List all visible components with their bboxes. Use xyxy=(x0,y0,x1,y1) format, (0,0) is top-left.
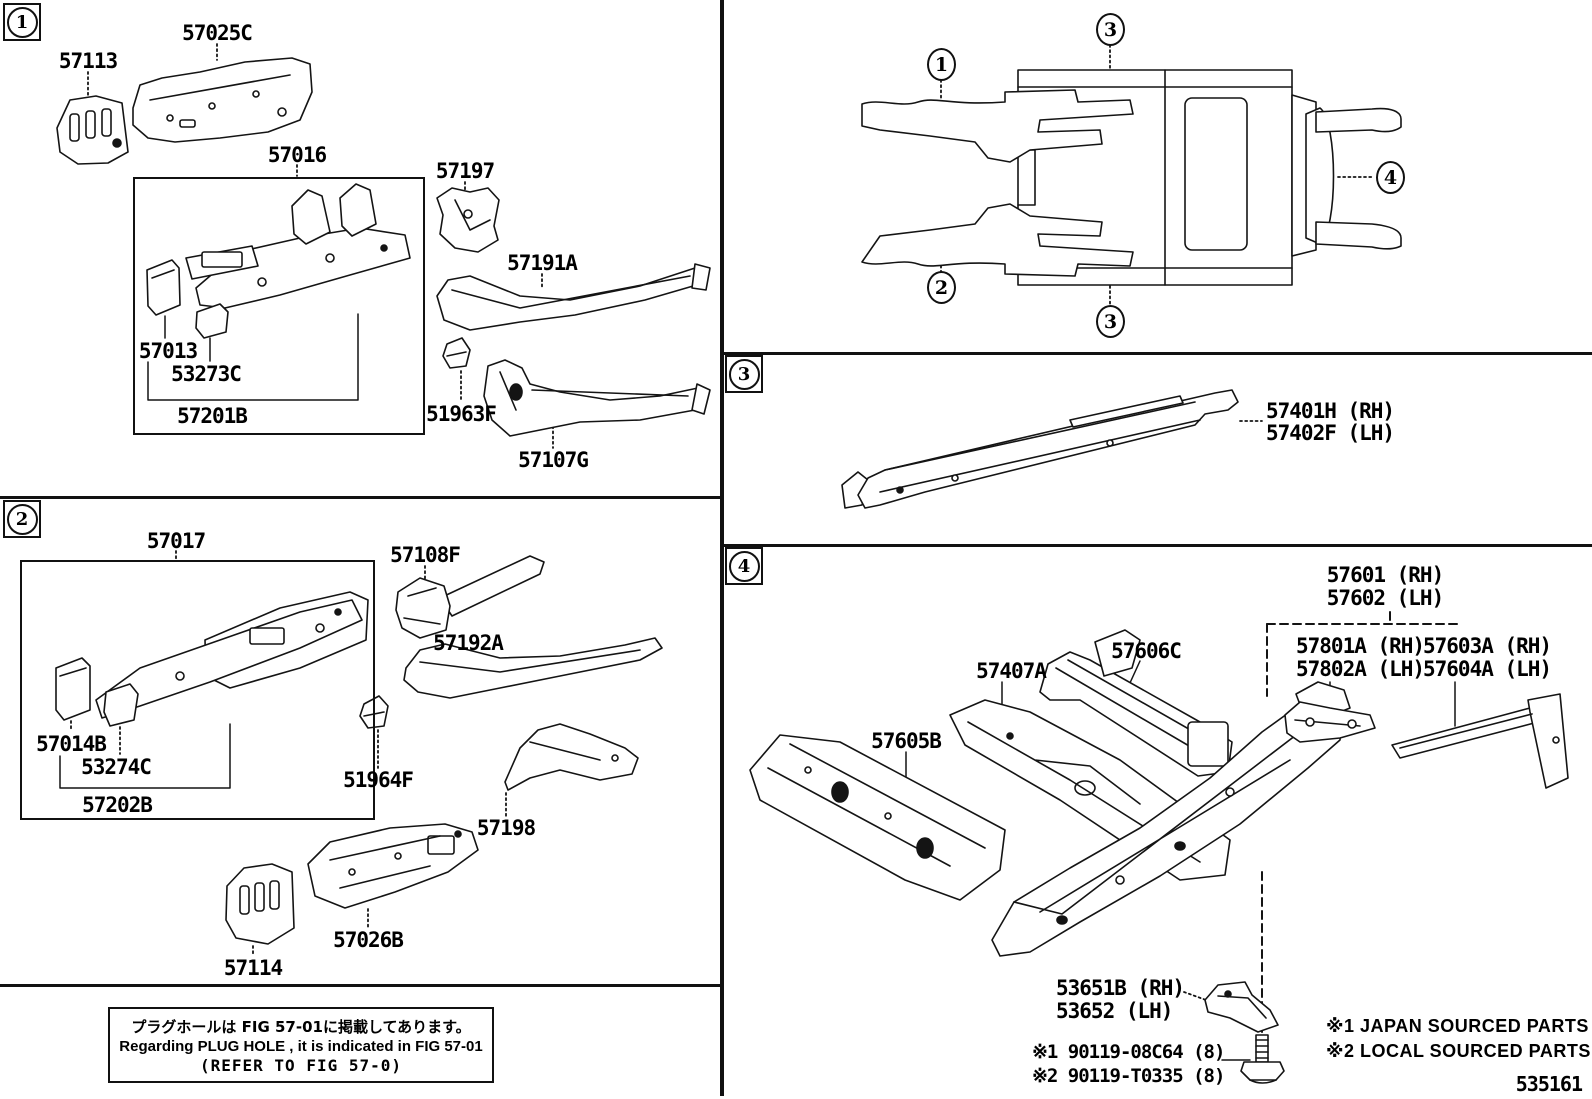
part-57605b-drawing xyxy=(749,734,1006,901)
part-label-57401h: 57401H (RH) xyxy=(1266,399,1395,423)
plug-hole-note-box: プラグホールは FIG 57-01に掲載してあります。 Regarding PL… xyxy=(108,1007,494,1083)
bracket-57201b xyxy=(147,313,359,401)
assembly-box-57017 xyxy=(20,560,375,820)
section-1-badge: 1 xyxy=(3,3,41,41)
bolt-icon xyxy=(1240,1034,1285,1084)
note-line-refer: (REFER TO FIG 57-0) xyxy=(199,1055,403,1075)
legend-local-sourced: ※2 LOCAL SOURCED PARTS xyxy=(1326,1041,1591,1061)
part-57108f-drawing xyxy=(395,555,545,639)
part-label-57108f: 57108F xyxy=(390,543,461,567)
part-label-57407a: 57407A xyxy=(976,659,1047,683)
part-label-53274c: 53274C xyxy=(81,755,152,779)
part-57025c-drawing xyxy=(132,57,313,143)
part-label-57107g: 57107G xyxy=(518,448,589,472)
part-label-57605b: 57605B xyxy=(871,729,942,753)
note-line-japanese: プラグホールは FIG 57-01に掲載してあります。 xyxy=(131,1017,471,1036)
part-label-51964f: 51964F xyxy=(343,768,414,792)
part-label-57602: 57602 (LH) xyxy=(1326,586,1444,610)
assembly-57017-drawing xyxy=(55,591,369,727)
callout-4: 4 xyxy=(1376,161,1405,194)
assembly-57016-drawing xyxy=(146,183,411,339)
part-label-57601: 57601 (RH) xyxy=(1326,563,1444,587)
part-label-57802a: 57802A (LH) xyxy=(1296,657,1425,681)
part-label-53652: 53652 (LH) xyxy=(1056,999,1173,1023)
part-57601-drawing xyxy=(991,681,1351,957)
part-label-57201b: 57201B xyxy=(177,404,248,428)
callout-2: 2 xyxy=(927,271,956,304)
part-57191a-drawing xyxy=(436,263,711,331)
part-57197-drawing xyxy=(436,187,500,253)
part-label-57113: 57113 xyxy=(58,49,118,73)
part-label-57402f: 57402F (LH) xyxy=(1266,421,1395,445)
divider-right-overview-s3 xyxy=(722,352,1592,355)
part-label-57197: 57197 xyxy=(435,159,495,183)
section-4-badge: 4 xyxy=(725,547,763,585)
part-57114-drawing xyxy=(225,863,295,945)
callout-3-top: 3 xyxy=(1096,13,1125,46)
part-57198-drawing xyxy=(504,723,639,791)
part-57801a-drawing xyxy=(1284,701,1376,743)
overview-underbody-drawing xyxy=(861,69,1402,286)
figure-number: 535161 xyxy=(1515,1072,1583,1096)
part-label-57192a: 57192A xyxy=(433,631,504,655)
callout-3-bottom: 3 xyxy=(1096,305,1125,338)
part-57606c-drawing xyxy=(1039,629,1233,777)
part-label-53651b: 53651B (RH) xyxy=(1056,976,1185,1000)
part-57192a-drawing xyxy=(403,637,663,699)
bolt-partnumber-japan: ※1 90119-08C64 (8) xyxy=(1032,1041,1225,1063)
part-57401h-drawing xyxy=(841,389,1239,509)
divider-left-s1-s2 xyxy=(0,496,722,499)
leader-53651b xyxy=(1183,991,1207,1001)
part-label-57604a: 57604A (LH) xyxy=(1423,657,1552,681)
divider-left-s2-note xyxy=(0,984,722,987)
section-2-badge: 2 xyxy=(3,500,41,538)
bolt-partnumber-local: ※2 90119-T0335 (8) xyxy=(1032,1065,1225,1087)
part-label-51963f: 51963F xyxy=(426,402,497,426)
part-label-57016: 57016 xyxy=(267,143,327,167)
part-label-57801a: 57801A (RH) xyxy=(1296,634,1425,658)
part-label-53273c: 53273C xyxy=(171,362,242,386)
part-label-57603a: 57603A (RH) xyxy=(1423,634,1552,658)
divider-right-s3-s4 xyxy=(722,544,1592,547)
divider-vertical-center xyxy=(720,0,724,1096)
part-57603a-drawing xyxy=(1391,693,1569,789)
part-51963f-drawing xyxy=(442,337,471,369)
part-label-57114: 57114 xyxy=(223,956,283,980)
part-57107g-drawing xyxy=(483,359,711,437)
part-label-57013: 57013 xyxy=(138,339,198,363)
bracket-57202b xyxy=(59,723,231,789)
section-3-badge: 3 xyxy=(725,355,763,393)
part-57026b-drawing xyxy=(307,823,479,909)
callout-1: 1 xyxy=(927,48,956,81)
part-label-57026b: 57026B xyxy=(333,928,404,952)
part-53651b-drawing xyxy=(1204,981,1279,1033)
note-line-english: Regarding PLUG HOLE , it is indicated in… xyxy=(119,1037,483,1055)
assembly-box-57016 xyxy=(133,177,425,435)
part-label-57198: 57198 xyxy=(476,816,536,840)
part-label-57014b: 57014B xyxy=(36,732,107,756)
part-57113-drawing xyxy=(56,95,129,165)
part-label-57017: 57017 xyxy=(146,529,206,553)
legend-japan-sourced: ※1 JAPAN SOURCED PARTS xyxy=(1326,1016,1589,1036)
part-label-57606c: 57606C xyxy=(1111,639,1182,663)
part-label-57191a: 57191A xyxy=(507,251,578,275)
part-label-57202b: 57202B xyxy=(82,793,153,817)
part-label-57025c: 57025C xyxy=(182,21,253,45)
